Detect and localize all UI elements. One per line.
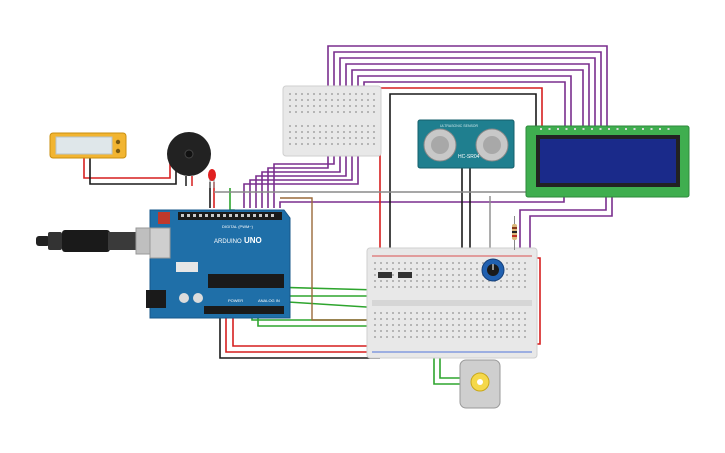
mini-breadboard[interactable] (282, 85, 382, 157)
arduino-uno[interactable]: ARDUINO UNO DIGITAL (PWM~) POWER ANALOG … (146, 209, 291, 319)
piezo-buzzer[interactable] (167, 132, 211, 186)
arduino-model-label: UNO (244, 236, 262, 245)
breadboard[interactable] (366, 247, 538, 359)
ultrasonic-sensor[interactable]: HC-SR04 ULTRASONIC SENSOR (417, 119, 515, 169)
led[interactable] (208, 169, 216, 188)
brown-wire (280, 197, 378, 321)
usb-cable (36, 227, 167, 255)
sensor-brand-label: ULTRASONIC SENSOR (440, 124, 479, 128)
lcd-display[interactable] (525, 125, 690, 198)
analog-header-label: ANALOG IN (258, 298, 280, 303)
arduino-logo-label: ARDUINO (214, 239, 242, 245)
digital-header-label: DIGITAL (PWM~) (222, 224, 254, 229)
sensor-model-label: HC-SR04 (458, 154, 480, 160)
potentiometer[interactable] (481, 258, 505, 282)
battery[interactable] (49, 132, 127, 159)
power-header-label: POWER (228, 298, 243, 303)
resistor (512, 216, 517, 250)
dc-motor[interactable] (459, 359, 501, 409)
